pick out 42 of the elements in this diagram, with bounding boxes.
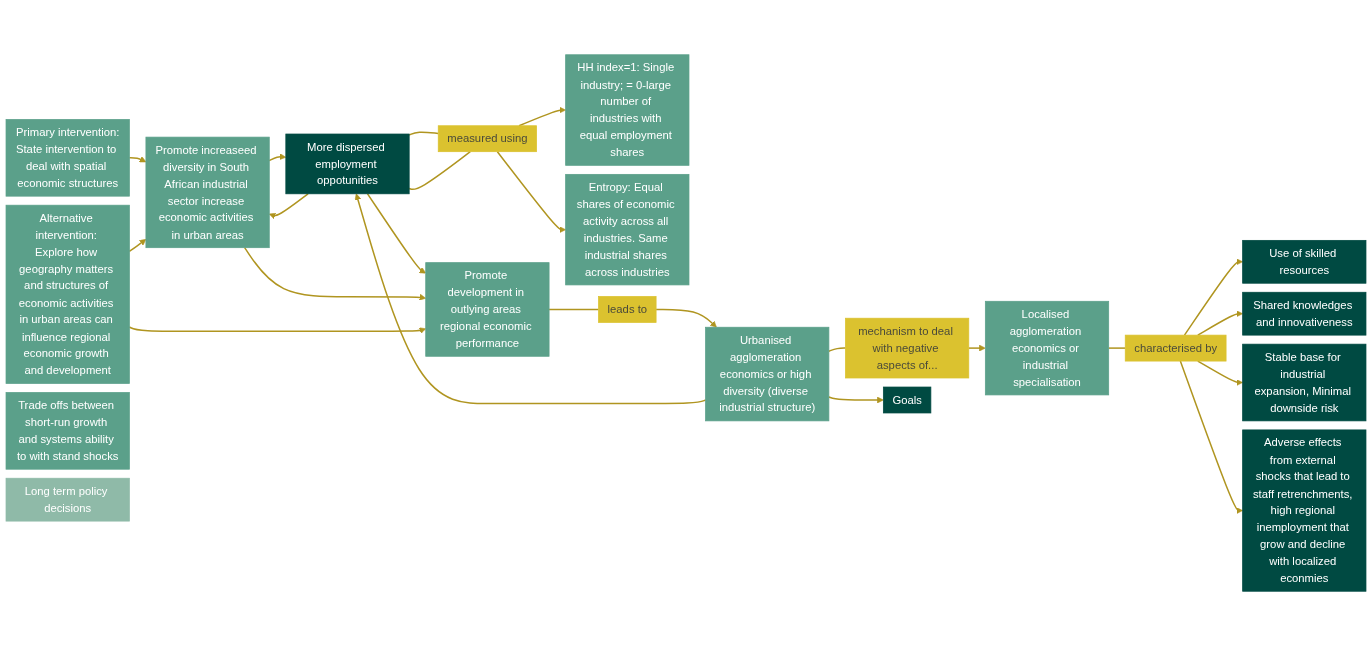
connector bbox=[408, 131, 439, 136]
node-box: More dispersed employment oppotunities bbox=[285, 133, 410, 195]
node-box: Primary intervention: State intervention to deal with spatial economic structures bbox=[5, 119, 130, 197]
node-box: Stable base for industrial expansion, Minimal downside risk bbox=[1242, 343, 1367, 422]
node-box: Urbanised agglomeration economics or high diversity (diverse industrial structure) bbox=[705, 326, 830, 422]
arrow bbox=[366, 193, 427, 274]
arrow bbox=[268, 193, 309, 220]
arrow bbox=[268, 153, 287, 162]
arrow bbox=[243, 246, 427, 301]
arrow bbox=[828, 396, 884, 404]
node-box: Use of skilled resources bbox=[1242, 240, 1367, 284]
node-box: HH index=1: Single industry; = 0-large number of industries with equal employment shares bbox=[565, 54, 690, 166]
arrow bbox=[1197, 360, 1243, 386]
node-box: Promote increaseed diversity in South African industrial sector increase economic activities in urban areas bbox=[145, 136, 270, 249]
node-box: measured using bbox=[437, 125, 537, 153]
node-box: mechanism to deal with negative aspects of... bbox=[845, 317, 970, 379]
connector bbox=[408, 150, 472, 191]
arrow bbox=[496, 150, 566, 233]
connector bbox=[828, 347, 847, 352]
arrow bbox=[1183, 258, 1243, 336]
arrow bbox=[128, 239, 147, 253]
node-box: Trade offs between short-run growth and systems ability to with stand shocks bbox=[5, 392, 130, 470]
node-box: Goals bbox=[882, 386, 932, 414]
arrow bbox=[968, 344, 986, 352]
arrow bbox=[655, 308, 717, 328]
node-box: Alternative intervention: Explore how geography matters and structures of economic activities in urban areas can influence regional economic growth and development bbox=[5, 204, 130, 384]
arrow bbox=[1179, 360, 1243, 514]
node-box: characterised by bbox=[1124, 334, 1227, 362]
node-box: leads to bbox=[598, 296, 657, 323]
arrow bbox=[1197, 310, 1243, 336]
node-box: Localised agglomeration economics or industrial specialisation bbox=[984, 300, 1110, 396]
node-box: Adverse effects from external shocks that lead to staff retrenchments, high regional inemployment that grow and decline with localized econmies bbox=[1242, 429, 1367, 592]
node-box: Promote development in outlying areas regional economic performance bbox=[425, 262, 550, 357]
arrow bbox=[518, 106, 566, 127]
arrow bbox=[354, 193, 707, 405]
node-box: Shared knowledges and innovativeness bbox=[1242, 291, 1367, 336]
connector bbox=[548, 308, 600, 311]
arrow bbox=[128, 326, 427, 334]
arrow bbox=[128, 156, 147, 163]
node-box: Entropy: Equal shares of economic activity across all industries. Same industrial shares across industries bbox=[565, 173, 690, 286]
node-box: Long term policy decisions bbox=[5, 477, 130, 522]
connector bbox=[1107, 347, 1126, 349]
